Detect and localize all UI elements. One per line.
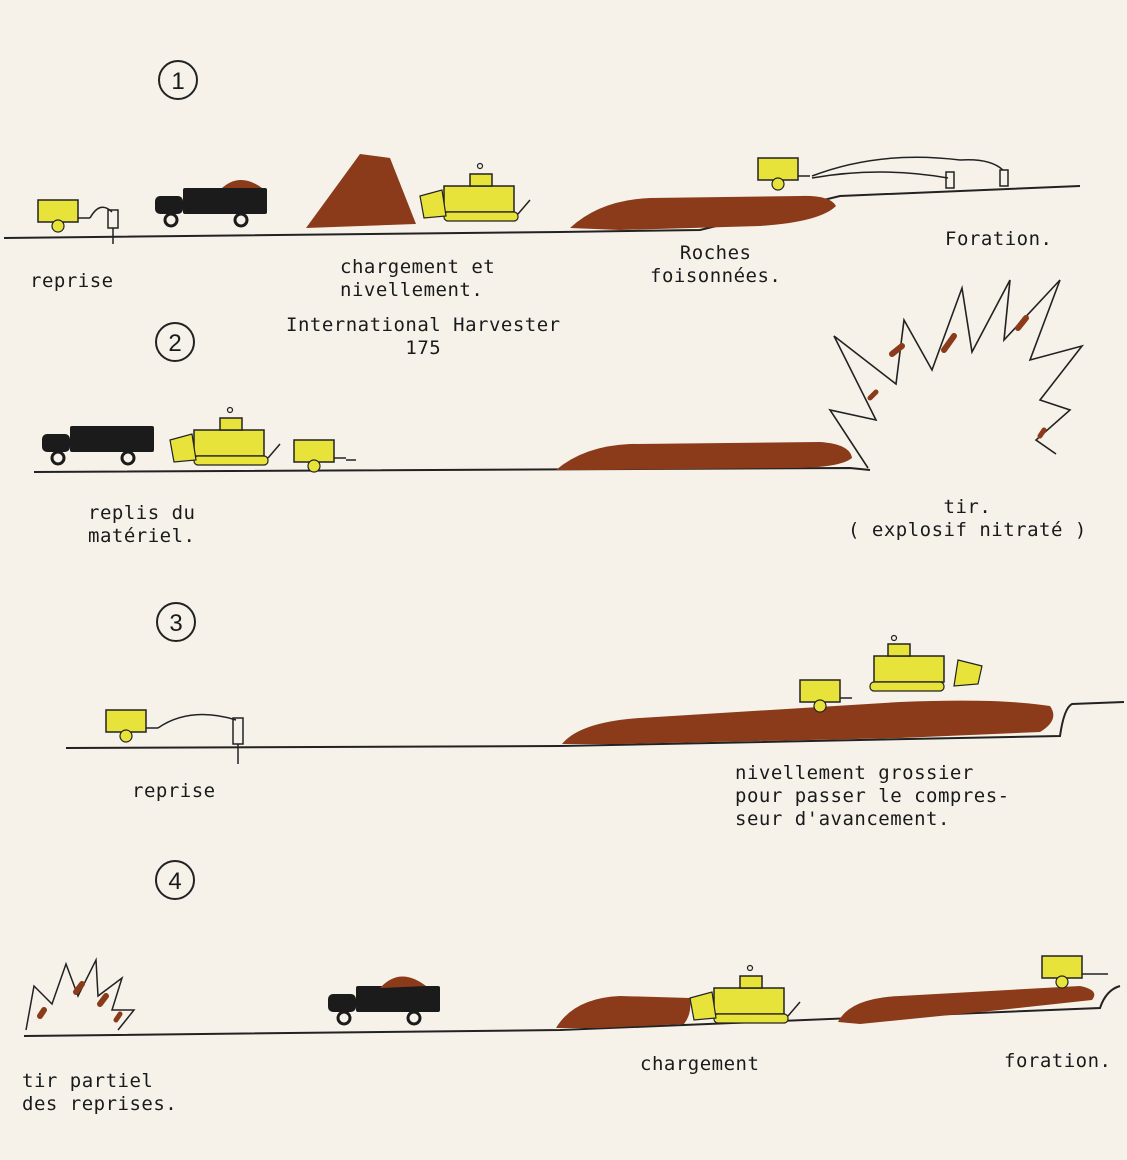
label-chargement-4: chargement (640, 1053, 760, 1075)
label-nivellement-grossier: nivellement grossier pour passer le comp… (735, 762, 1010, 830)
label-machine-model: International Harvester 175 (286, 314, 561, 359)
label-foration-1: Foration. (945, 228, 1053, 250)
label-chargement-nivellement: chargement et nivellement. (340, 256, 496, 301)
step-1-number: 1 (158, 60, 198, 100)
label-roches-foisonnees: Roches foisonnées. (650, 242, 782, 287)
label-foration-4: foration. (1004, 1050, 1112, 1072)
label-reprise-3: reprise (132, 780, 216, 802)
step-1-scene (3, 154, 1081, 244)
step-3-scene (65, 634, 1125, 764)
step-4-scene (23, 955, 1121, 1037)
step-3-number: 3 (156, 602, 196, 642)
label-tir-partiel: tir partiel des reprises. (22, 1070, 178, 1115)
label-tir-explosif: tir. ( explosif nitraté ) (848, 496, 1087, 541)
step-4-number: 4 (155, 860, 195, 900)
label-reprise-1: reprise (30, 270, 114, 292)
step-2-number: 2 (155, 322, 195, 362)
label-replis-materiel: replis du matériel. (88, 502, 196, 547)
step-2-scene (33, 279, 1085, 473)
